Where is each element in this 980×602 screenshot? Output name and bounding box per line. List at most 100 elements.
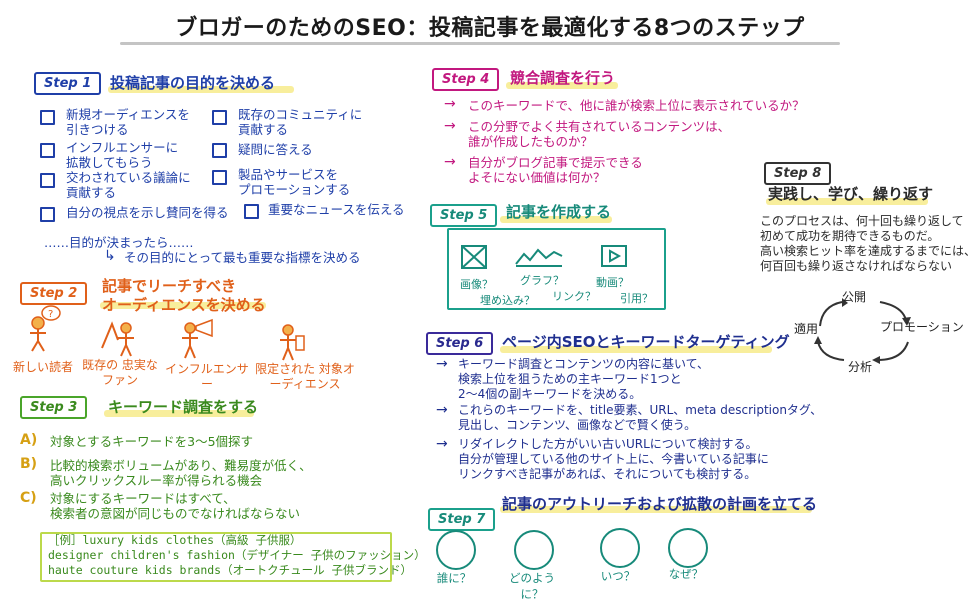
graph-icon [515, 248, 563, 267]
arrow-icon: ↳ [104, 248, 116, 264]
audience-label: インフルエンサー [165, 362, 249, 391]
step8-body: このプロセスは、何十回も繰り返して 初めて成功を期待できるものだ。 高い検索ヒッ… [760, 214, 977, 273]
step4-item: 自分がブログ記事で提示できる よそにない価値は何か？ [468, 155, 643, 185]
step3-highlight [104, 410, 254, 417]
checkbox-icon [244, 204, 259, 219]
item-letter-c: C) [20, 490, 37, 506]
arrow-icon: → [444, 96, 456, 112]
step2-highlight [100, 302, 266, 309]
step1-after-note: ……目的が決まったら…… [44, 235, 194, 250]
checklist-circle-icon [668, 528, 708, 568]
arrow-icon: → [436, 436, 448, 452]
step5-tag: Step 5 [430, 204, 498, 227]
audience-label: 既存の 忠実なファン [82, 358, 158, 387]
step4-highlight [506, 82, 618, 89]
step5-highlight [500, 216, 612, 223]
checkbox-icon [40, 173, 55, 188]
checkbox-icon [40, 143, 55, 158]
step1-tag: Step 1 [34, 72, 102, 95]
arrow-icon: → [444, 118, 456, 134]
cycle-label: プロモーション [880, 320, 964, 334]
content-type-label: リンク？ [552, 290, 596, 303]
arrow-icon: → [436, 402, 448, 418]
cycle-arrows-icon [814, 298, 911, 364]
keyword-example-box [40, 532, 392, 582]
example-line: designer children's fashion（デザイナー 子供のファッ… [48, 548, 426, 562]
step1-item: 製品やサービスを プロモーションする [238, 167, 351, 197]
step2-heading: 記事でリーチすべき オーディエンスを決める [102, 277, 266, 314]
step3-item: 対象とするキーワードを3～5個探す [50, 434, 254, 449]
audience-label: 新しい読者 [12, 360, 73, 374]
step1-heading: 投稿記事の目的を決める [110, 74, 276, 92]
arrow-icon: → [436, 356, 448, 372]
step6-highlight [500, 346, 772, 353]
content-type-label: 埋め込み？ [480, 294, 535, 307]
step6-item: キーワード調査とコンテンツの内容に基いて、 検索上位を狙うための主キーワード1つ… [458, 357, 710, 401]
step1-item: 自分の視点を示し賛同を得る [66, 205, 229, 220]
step8-tag: Step 8 [764, 162, 832, 185]
content-type-label: グラフ？ [520, 274, 564, 287]
cycle-label: 適用 [794, 322, 819, 336]
item-letter-b: B) [20, 456, 38, 472]
content-type-label: 引用？ [620, 292, 653, 305]
example-line: haute couture kids brands（オートクチュール 子供ブラン… [48, 563, 413, 577]
checkbox-icon [40, 207, 55, 222]
content-type-box [447, 228, 666, 310]
step2-tag: Step 2 [20, 282, 88, 305]
outreach-label: いつ？ [600, 569, 636, 583]
step7-highlight [500, 506, 812, 513]
svg-text:?: ? [48, 309, 53, 320]
step3-item: 比較的検索ボリュームがあり、難易度が低く、 高いクリックスルー率が得られる機会 [50, 458, 312, 488]
step6-item: これらのキーワードを、title要素、URL、meta descriptionタ… [458, 403, 823, 432]
page-title: ブロガーのためのSEO：投稿記事を最適化する8つのステップ [175, 16, 805, 41]
image-placeholder-icon [461, 245, 487, 269]
person-circle-icon [436, 530, 476, 570]
step4-tag: Step 4 [432, 68, 500, 91]
outreach-label: なぜ？ [668, 567, 704, 581]
step6-item: リダイレクトした方がいい古いURLについて検討する。 自分が管理している他のサイ… [458, 437, 769, 481]
outreach-label: 誰に？ [436, 571, 472, 585]
cycle-label: 公開 [842, 290, 867, 304]
step4-heading: 競合調査を行う [510, 69, 616, 87]
content-type-label: 画像？ [460, 278, 493, 291]
step1-item: 新規オーディエンスを 引きつける [66, 107, 190, 137]
loyal-fan-person-icon [101, 321, 134, 357]
targeted-audience-person-icon [280, 324, 305, 361]
example-line: ［例］luxury kids clothes（高級 子供服） [48, 533, 302, 547]
step8-highlight [766, 198, 928, 205]
influencer-megaphone-icon [182, 318, 213, 359]
content-type-label: 動画？ [596, 276, 629, 289]
outreach-label: どのように？ [509, 571, 555, 601]
step1-metric-note: その目的にとって最も重要な指標を決める [124, 250, 361, 265]
new-reader-person-icon: ? [30, 305, 61, 352]
arrow-icon: → [444, 154, 456, 170]
clock-circle-icon [600, 528, 640, 568]
step1-item: 交わされている議論に 貢献する [66, 170, 191, 200]
item-letter-a: A) [20, 432, 38, 448]
document-circle-icon [514, 530, 554, 570]
audience-label: 限定された 対象オーディエンス [255, 362, 355, 391]
title-underline [120, 42, 840, 45]
step1-item: 重要なニュースを伝える [268, 202, 405, 217]
step4-item: この分野でよく共有されているコンテンツは、 誰が作成したものか？ [468, 119, 731, 149]
checkbox-icon [40, 110, 55, 125]
step1-item: 疑問に答える [238, 142, 313, 157]
step7-heading: 記事のアウトリーチおよび拡散の計画を立てる [502, 495, 818, 513]
step8-heading: 実践し、学び、繰り返す [768, 185, 934, 203]
step3-heading: キーワード調査をする [108, 398, 259, 416]
step5-heading: 記事を作成する [506, 203, 612, 221]
cycle-label: 分析 [848, 360, 873, 374]
step3-tag: Step 3 [20, 396, 88, 419]
step4-item: このキーワードで、他に誰が検索上位に表示されているか？ [468, 98, 805, 113]
checkbox-icon [212, 143, 227, 158]
step3-item: 対象にするキーワードはすべて、 検索者の意図が同じものでなければならない [50, 491, 301, 521]
video-play-icon [601, 245, 627, 267]
step1-item: 既存のコミュニティに 貢献する [238, 107, 363, 137]
checkbox-icon [212, 110, 227, 125]
step7-tag: Step 7 [428, 508, 496, 531]
step1-highlight [108, 86, 294, 93]
step6-tag: Step 6 [426, 332, 494, 355]
step6-heading: ページ内SEOとキーワードターゲティング [502, 333, 790, 351]
step1-item: インフルエンサーに 拡散してもらう [66, 140, 179, 170]
checkbox-icon [212, 170, 227, 185]
